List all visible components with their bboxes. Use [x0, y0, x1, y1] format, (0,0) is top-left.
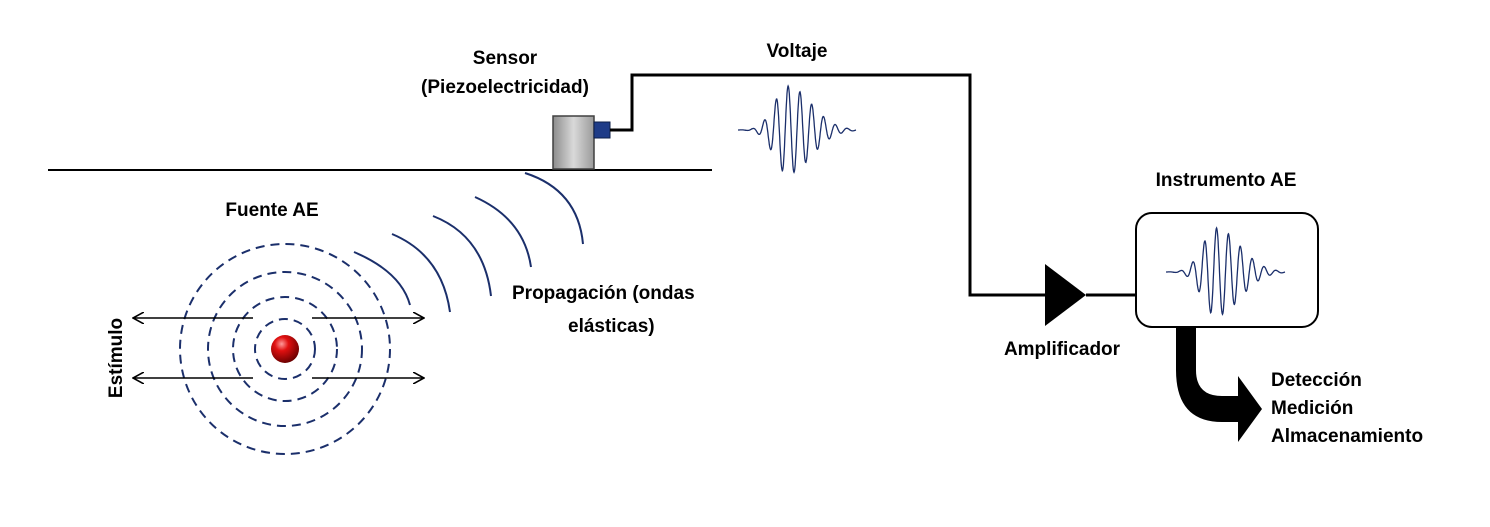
- signal-cable: [610, 73, 1047, 297]
- wavefront-circle: [254, 318, 316, 380]
- wavefront-circle: [232, 296, 338, 402]
- stimulus-arrows: [133, 318, 424, 378]
- voltage-label: Voltaje: [767, 41, 828, 62]
- amplifier-label: Amplificador: [1004, 339, 1121, 360]
- propagation-label: Propagación (ondas: [512, 283, 695, 304]
- output-detection-label: Detección: [1271, 370, 1362, 391]
- output-arrow: [1176, 326, 1262, 442]
- stimulus-label: Estímulo: [106, 318, 127, 398]
- propagation-label-cont: elásticas): [568, 316, 655, 337]
- propagation-arc: [524, 172, 584, 245]
- propagation-arc: [474, 196, 532, 268]
- propagation-arc: [391, 233, 451, 313]
- instrument-waveform: [1166, 226, 1286, 316]
- ae-instrument-box: [1135, 212, 1319, 328]
- source-wavefronts: [179, 243, 391, 455]
- propagation-arc: [353, 251, 411, 306]
- output-storage-label: Almacenamiento: [1271, 426, 1423, 447]
- sensor-type-label: (Piezoelectricidad): [421, 77, 589, 98]
- sensor-body: [552, 115, 595, 170]
- sensor-connector: [593, 121, 611, 139]
- wavefront-circle: [179, 243, 391, 455]
- source-label: Fuente AE: [225, 200, 318, 221]
- sensor-label: Sensor: [473, 48, 538, 69]
- wavefront-circle: [207, 271, 363, 427]
- voltage-waveform: [738, 84, 857, 174]
- ae-source-sphere: [271, 335, 299, 363]
- propagation-arc: [432, 215, 492, 297]
- propagation-arcs: [353, 172, 584, 313]
- instrument-label: Instrumento AE: [1156, 170, 1297, 191]
- output-measurement-label: Medición: [1271, 398, 1353, 419]
- amplifier-symbol: [1045, 264, 1086, 326]
